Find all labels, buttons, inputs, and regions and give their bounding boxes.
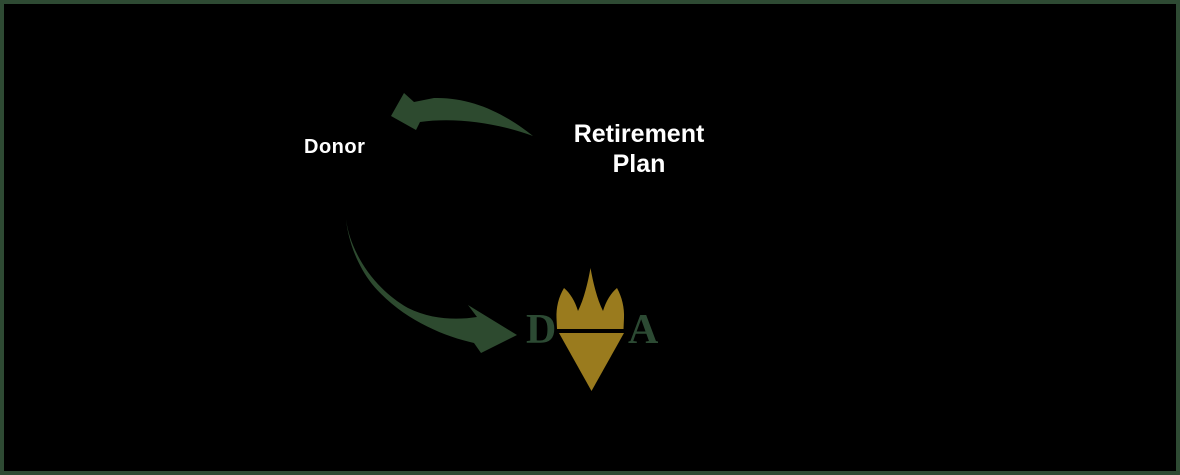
arrow-donor-to-organization-icon bbox=[346, 219, 517, 353]
logo-crown-icon bbox=[556, 268, 625, 329]
logo-triangle-icon bbox=[559, 333, 624, 391]
logo-letter-d: D bbox=[526, 307, 556, 353]
retirement-plan-label-line2: Plan bbox=[612, 150, 666, 178]
flow-arrows-and-logo-canvas: D A bbox=[346, 93, 659, 391]
arrow-plan-to-donor-icon bbox=[391, 93, 533, 136]
retirement-plan-label-line1: Retirement bbox=[573, 120, 705, 148]
retirement-plan-label: Retirement Plan bbox=[559, 119, 719, 179]
logo-letter-a: A bbox=[628, 307, 659, 353]
donor-label: Donor bbox=[304, 136, 366, 158]
